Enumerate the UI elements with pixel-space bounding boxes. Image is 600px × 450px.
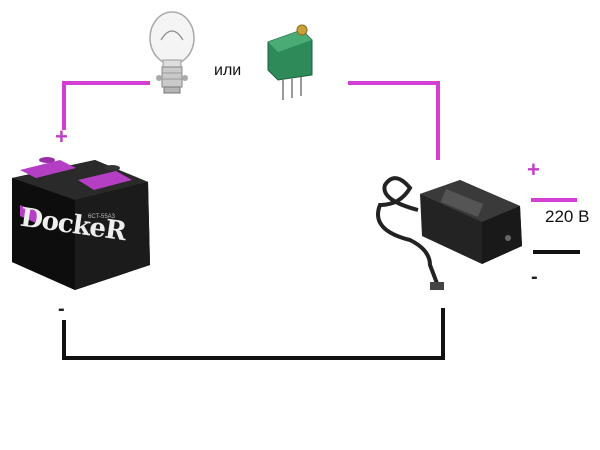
battery-minus-label: - (58, 298, 65, 321)
mains-plus-label: + (527, 157, 540, 183)
positive-wire-battery (64, 83, 150, 130)
positive-wire-adapter (348, 83, 438, 160)
power-adapter-icon (378, 178, 522, 290)
battery-plus-label: + (55, 124, 68, 150)
trimmer-resistor-icon (268, 25, 312, 100)
light-bulb-icon (150, 12, 194, 93)
or-label: или (214, 62, 241, 80)
voltage-label: 220 В (545, 207, 589, 227)
battery-model-text: 6CT-55A3 (88, 214, 115, 220)
negative-wire (64, 308, 443, 358)
mains-minus-label: - (531, 266, 538, 289)
